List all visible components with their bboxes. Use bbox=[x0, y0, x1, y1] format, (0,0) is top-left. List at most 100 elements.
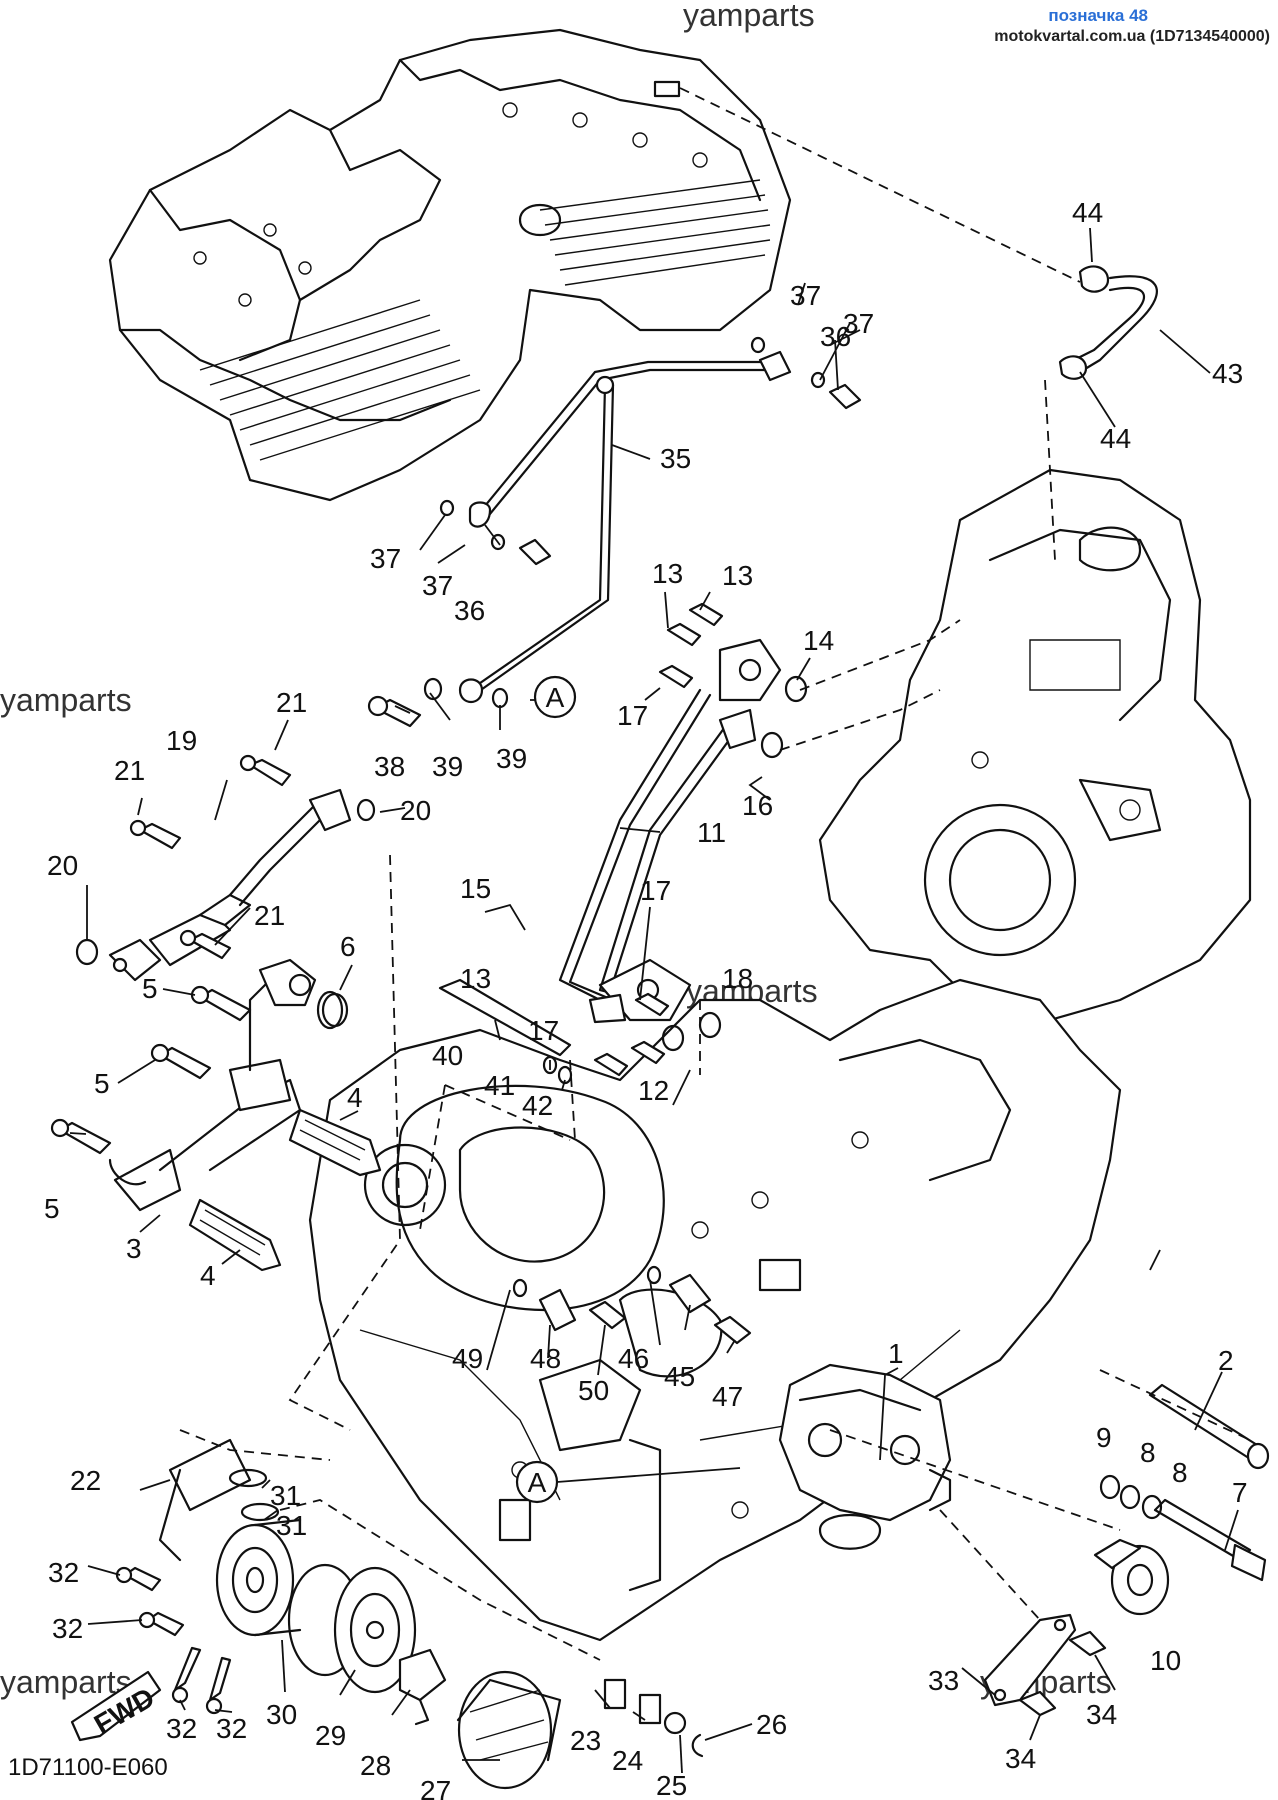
hose-route-leader-2 bbox=[1044, 379, 1056, 561]
callout-23: 23 bbox=[570, 1725, 601, 1756]
callout-4a: 4 bbox=[347, 1082, 363, 1113]
gear-10-drawing bbox=[1093, 1538, 1170, 1616]
callout-41: 41 bbox=[484, 1070, 515, 1101]
callout-19: 19 bbox=[166, 725, 197, 756]
callout-38: 38 bbox=[374, 751, 405, 782]
callout-21a: 21 bbox=[276, 687, 307, 718]
upper-bolts-drawing bbox=[367, 383, 862, 1077]
diagram-code: 1D71100-E060 bbox=[8, 1754, 168, 1781]
o-ring-31b-drawing bbox=[240, 1502, 280, 1522]
callout-7: 7 bbox=[1232, 1477, 1248, 1508]
callout-14: 14 bbox=[803, 625, 834, 656]
callout-28: 28 bbox=[360, 1750, 391, 1781]
oil-pipe-35-drawing bbox=[458, 350, 792, 704]
callout-13b: 13 bbox=[722, 560, 753, 591]
callout-5b: 5 bbox=[94, 1068, 110, 1099]
callout-47: 47 bbox=[712, 1381, 743, 1412]
callout-8a: 8 bbox=[1140, 1437, 1156, 1468]
callout-17a: 17 bbox=[617, 700, 648, 731]
washer-8b-drawing bbox=[1141, 1494, 1163, 1520]
lower-crankcase-drawing bbox=[308, 978, 1122, 1642]
reference-a-lower-label: A bbox=[528, 1467, 547, 1498]
bolt-2-head bbox=[1246, 1442, 1270, 1470]
callout-42: 42 bbox=[522, 1090, 553, 1121]
reference-a-upper-label: A bbox=[546, 682, 565, 713]
callout-37a: 37 bbox=[790, 280, 821, 311]
callout-31a: 31 bbox=[270, 1480, 301, 1511]
reference-a-upper: A bbox=[533, 675, 577, 719]
callout-46: 46 bbox=[618, 1343, 649, 1374]
hose-43-drawing bbox=[1058, 265, 1158, 380]
bolts-32-drawing bbox=[115, 1566, 232, 1715]
callout-3: 3 bbox=[126, 1233, 142, 1264]
callout-49: 49 bbox=[452, 1343, 483, 1374]
assembly-guide-lines bbox=[179, 619, 1251, 1661]
callout-39b: 39 bbox=[496, 743, 527, 774]
callout-36b: 36 bbox=[454, 595, 485, 626]
callout-50: 50 bbox=[578, 1375, 609, 1406]
washer-9-drawing bbox=[1099, 1474, 1121, 1500]
callout-20a: 20 bbox=[400, 795, 431, 826]
callout-13a: 13 bbox=[652, 558, 683, 589]
callout-2: 2 bbox=[1218, 1345, 1234, 1376]
bolts-5-drawing bbox=[50, 985, 252, 1155]
callout-33: 33 bbox=[928, 1665, 959, 1696]
callout-21b: 21 bbox=[114, 755, 145, 786]
reference-a-lower: A bbox=[515, 1460, 741, 1504]
bolt-7-drawing bbox=[1153, 1498, 1252, 1562]
callout-29: 29 bbox=[315, 1720, 346, 1751]
oil-pump-drawing bbox=[778, 1363, 952, 1550]
callout-4b: 4 bbox=[200, 1260, 216, 1291]
bolt-7-end bbox=[1230, 1543, 1267, 1582]
callout-1: 1 bbox=[888, 1338, 904, 1369]
callout-37b: 37 bbox=[843, 308, 874, 339]
callout-32a: 32 bbox=[48, 1557, 79, 1588]
callout-18: 18 bbox=[722, 963, 753, 994]
cylinder-heads-drawing bbox=[108, 28, 792, 502]
callout-34a: 34 bbox=[1086, 1699, 1117, 1730]
o-rings-drawing bbox=[75, 336, 826, 1085]
hose-route-leader bbox=[679, 87, 1081, 283]
callout-24: 24 bbox=[612, 1745, 643, 1776]
callout-17c: 17 bbox=[528, 1015, 559, 1046]
oil-strainer-assembly-drawing bbox=[108, 958, 382, 1272]
callout-25: 25 bbox=[656, 1770, 687, 1800]
callout-39a: 39 bbox=[432, 751, 463, 782]
callout-48: 48 bbox=[530, 1343, 561, 1374]
callout-27: 27 bbox=[420, 1775, 451, 1800]
callout-44a: 44 bbox=[1072, 197, 1103, 228]
callout-32b: 32 bbox=[52, 1613, 83, 1644]
callout-10: 10 bbox=[1150, 1645, 1181, 1676]
callout-30: 30 bbox=[266, 1699, 297, 1730]
callout-36a: 36 bbox=[820, 321, 851, 352]
callout-9: 9 bbox=[1096, 1422, 1112, 1453]
callout-45: 45 bbox=[664, 1361, 695, 1392]
callout-44b: 44 bbox=[1100, 423, 1131, 454]
right-crankcase-drawing bbox=[818, 468, 1252, 1022]
callout-13c: 13 bbox=[460, 963, 491, 994]
header-source-text: motokvartal.com.ua (1D7134540000) bbox=[994, 28, 1270, 45]
callout-34b: 34 bbox=[1005, 1743, 1036, 1774]
callout-leaders bbox=[69, 227, 1239, 1774]
watermark-left: yamparts bbox=[0, 682, 132, 718]
oil-pipe-19-drawing bbox=[108, 754, 352, 982]
callout-17b: 17 bbox=[640, 875, 671, 906]
small-fittings-drawing bbox=[512, 1265, 752, 1345]
watermark-bottom-left: yamparts bbox=[0, 1664, 132, 1700]
callout-numbers: 1 2 3 4 4 5 5 5 6 7 8 8 9 10 11 12 13 13… bbox=[44, 197, 1248, 1800]
callout-8b: 8 bbox=[1172, 1457, 1188, 1488]
callout-35: 35 bbox=[660, 443, 691, 474]
bracket-33-drawing bbox=[983, 1613, 1107, 1717]
callout-37c: 37 bbox=[370, 543, 401, 574]
callout-5a: 5 bbox=[142, 973, 158, 1004]
oil-filter-assembly-drawing bbox=[158, 1438, 704, 1790]
callout-43: 43 bbox=[1212, 358, 1243, 389]
o-ring-31a-drawing bbox=[228, 1468, 268, 1488]
callout-32c: 32 bbox=[166, 1713, 197, 1744]
callout-22: 22 bbox=[70, 1465, 101, 1496]
header-link[interactable]: позначка 48 bbox=[1048, 6, 1148, 25]
washer-8a-drawing bbox=[1119, 1484, 1141, 1510]
callout-12: 12 bbox=[638, 1075, 669, 1106]
